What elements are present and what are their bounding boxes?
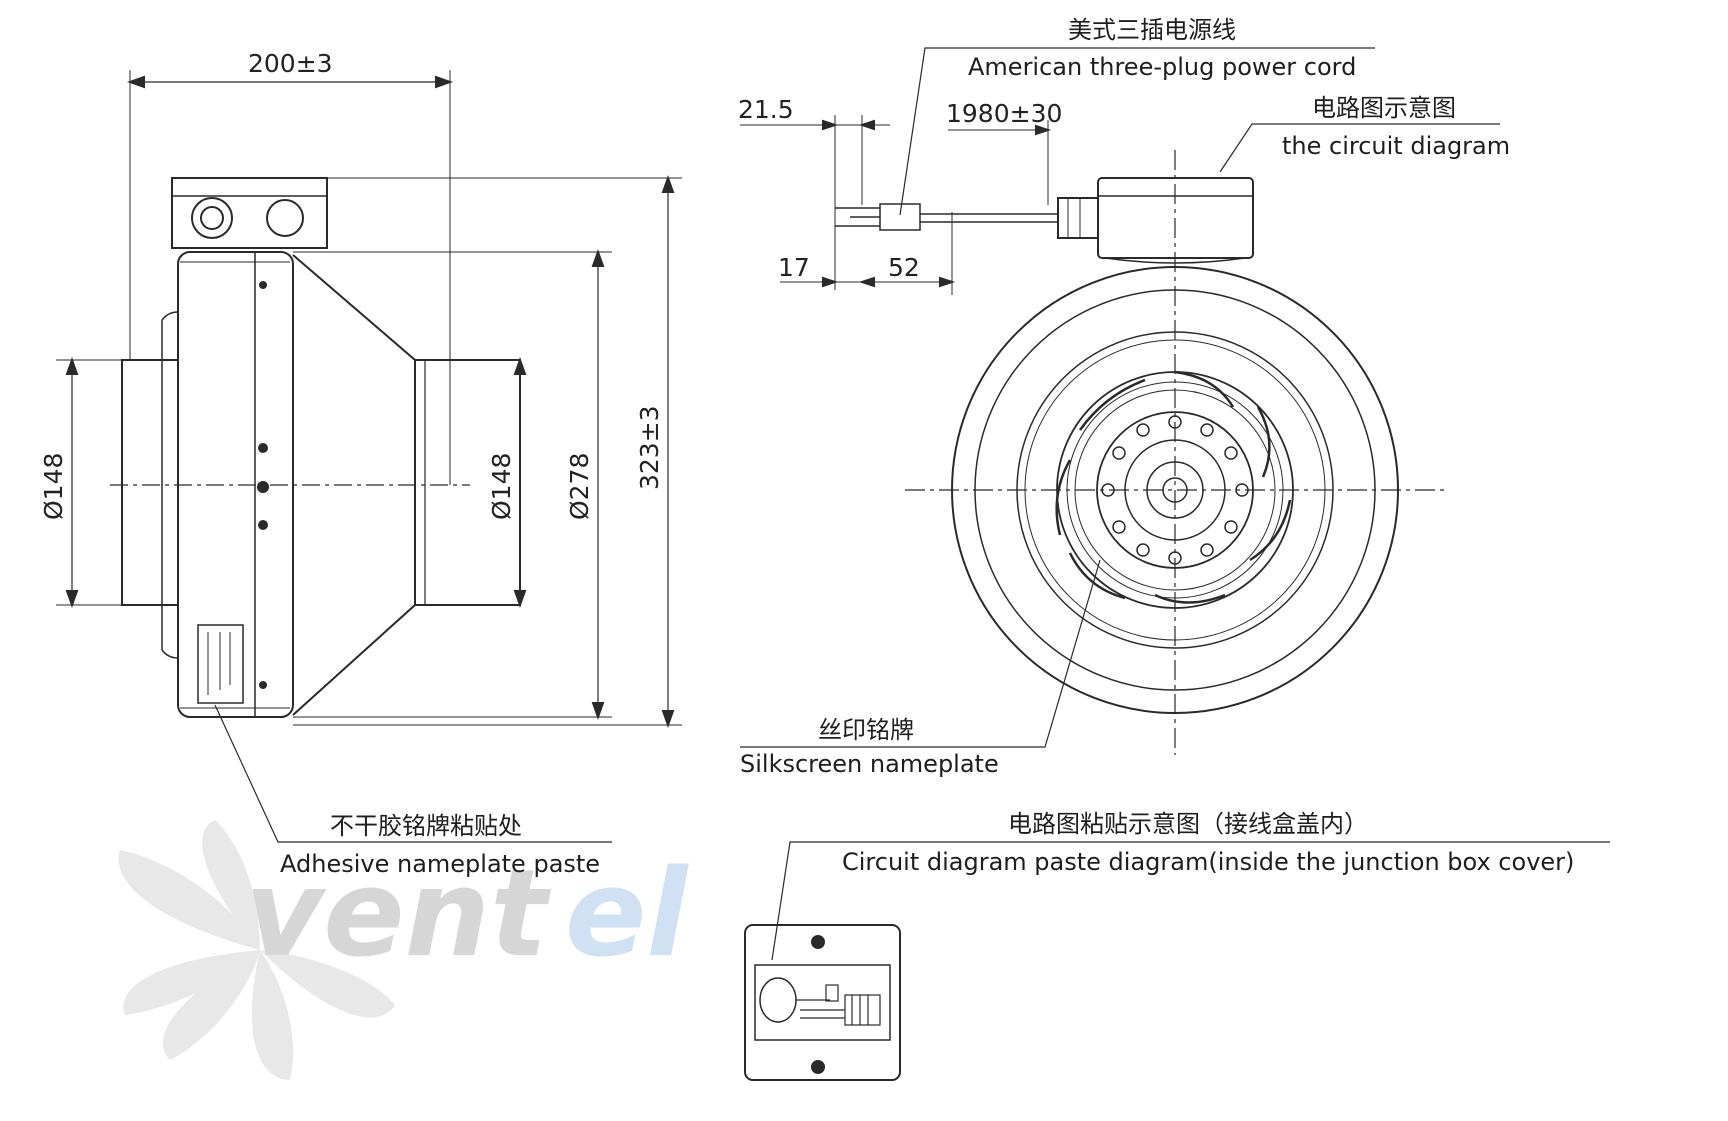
circuit-label-en: the circuit diagram (1282, 132, 1510, 160)
cord-label-cn: 美式三插电源线 (1068, 16, 1236, 44)
plug-icon (835, 203, 921, 231)
junction-box-cover (744, 924, 901, 1081)
knockout-hole-icon (266, 199, 304, 237)
silkscreen-leader (740, 559, 1101, 748)
detail-label-cn: 电路图粘贴示意图（接线盒盖内） (1008, 810, 1368, 838)
dim-plug-a: 17 (778, 253, 810, 282)
adhesive-nameplate-label-en: Adhesive nameplate paste (280, 850, 600, 878)
detail-labels: 电路图粘贴示意图（接线盒盖内） Circuit diagram paste di… (842, 810, 1574, 876)
junction-box (171, 177, 328, 249)
side-view (56, 70, 682, 843)
inlet-collar (121, 359, 179, 606)
circuit-diagram-sticker (754, 964, 891, 1041)
cover-screw-bottom-icon (811, 1060, 825, 1074)
dim-inlet-diameter: Ø148 (39, 453, 68, 520)
silkscreen-label-en: Silkscreen nameplate (740, 750, 999, 778)
dim-outlet-diameter: Ø148 (487, 453, 516, 520)
watermark-text-part2: el (565, 845, 689, 984)
adhesive-nameplate (197, 624, 244, 704)
dim-plug-width: 21.5 (738, 95, 794, 124)
cable-gland (1057, 197, 1099, 239)
cord-label-en: American three-plug power cord (968, 53, 1356, 81)
dim-body-diameter: Ø278 (565, 453, 594, 520)
nameplate-leader (214, 704, 612, 843)
adhesive-nameplate-label-cn: 不干胶铭牌粘贴处 (330, 812, 522, 840)
cable-gland-icon (191, 197, 233, 239)
cord-label-leader (899, 47, 1375, 216)
watermark: vent el (118, 820, 689, 1080)
dim-plug-b: 52 (888, 253, 920, 282)
cover-screw-top-icon (811, 935, 825, 949)
impeller-blades (1055, 370, 1292, 604)
dim-width: 200±3 (248, 49, 333, 78)
silkscreen-label-cn: 丝印铭牌 (818, 716, 914, 744)
circuit-label-cn: 电路图示意图 (1312, 94, 1456, 122)
detail-label-en: Circuit diagram paste diagram(inside the… (842, 848, 1574, 876)
circuit-detail (744, 924, 901, 1081)
fan-blade-icon (118, 820, 395, 1080)
side-view-labels: 200±3 Ø148 Ø148 Ø278 323±3 不干胶铭牌粘贴处 Adhe… (39, 49, 664, 878)
detail-leader (771, 841, 1610, 961)
capacitor-icon (759, 977, 797, 1023)
circuit-label-leader (1219, 123, 1500, 173)
dim-cord-length: 1980±30 (946, 99, 1062, 128)
watermark-text-part1: vent (245, 845, 552, 984)
front-view (740, 47, 1610, 961)
dim-height: 323±3 (635, 405, 664, 490)
terminal-block-icon (800, 994, 881, 1026)
front-view-labels: 美式三插电源线 American three-plug power cord 电… (738, 16, 1510, 778)
rivet-dots (257, 281, 269, 689)
